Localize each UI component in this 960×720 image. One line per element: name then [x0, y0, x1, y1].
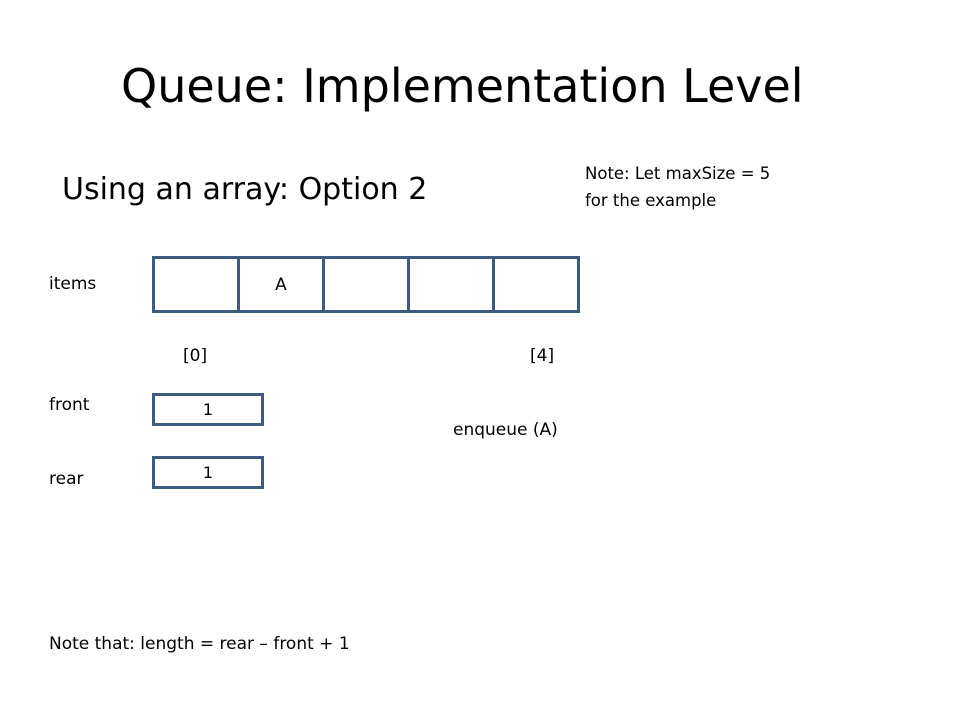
array-cell-3	[407, 256, 495, 313]
note-length-formula: Note that: length = rear – front + 1	[49, 634, 350, 654]
items-label: items	[49, 274, 97, 294]
items-array: A	[152, 256, 593, 313]
front-value-box: 1	[152, 393, 264, 426]
index-label-last: [4]	[530, 346, 555, 366]
rear-label: rear	[49, 469, 84, 489]
operation-label: enqueue (A)	[453, 420, 558, 440]
array-cell-2	[322, 256, 410, 313]
note-line-1: Note: Let maxSize = 5	[585, 164, 771, 183]
rear-value-box: 1	[152, 456, 264, 489]
note-max-size: Note: Let maxSize = 5 for the example	[585, 160, 770, 214]
slide-title: Queue: Implementation Level	[121, 59, 804, 113]
array-cell-1: A	[237, 256, 325, 313]
array-cell-0	[152, 256, 240, 313]
index-label-first: [0]	[183, 346, 208, 366]
note-line-2: for the example	[585, 191, 717, 210]
front-label: front	[49, 395, 90, 415]
slide-subtitle: Using an array: Option 2	[62, 172, 428, 207]
array-cell-4	[492, 256, 580, 313]
